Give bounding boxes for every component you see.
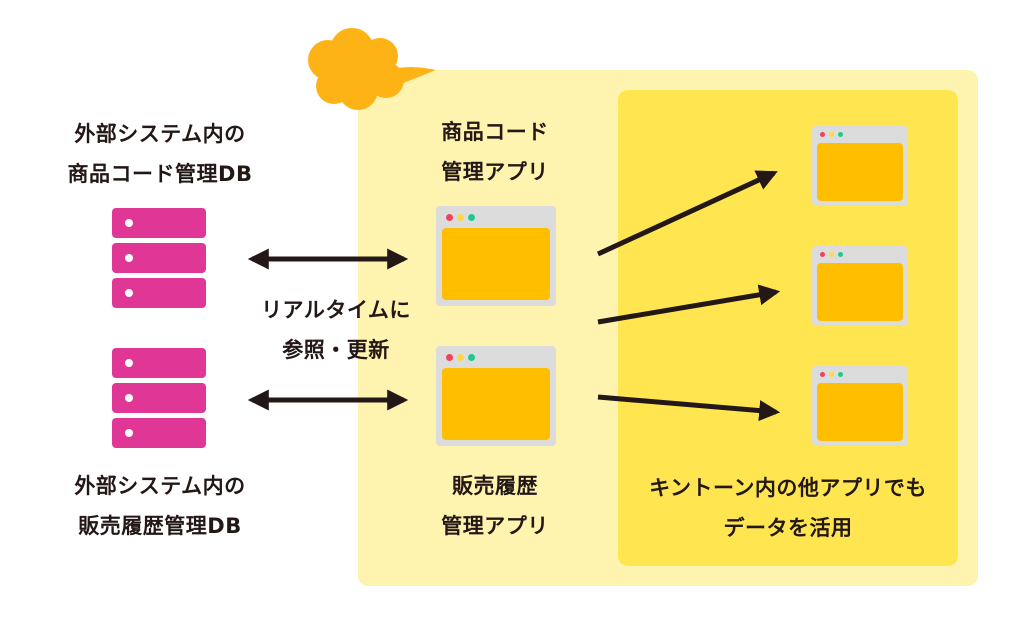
sales-app-label: 販売履歴 管理アプリ <box>395 466 595 546</box>
other-apps-caption: キントーン内の他アプリでも データを活用 <box>618 468 958 548</box>
other-apps-caption-line2: データを活用 <box>723 516 853 540</box>
share-arrow-1 <box>596 170 778 257</box>
product-db-server-icon <box>112 208 206 308</box>
product-db-label-line2: 商品コード管理DB <box>67 162 253 186</box>
product-app-label-line1: 商品コード <box>441 120 549 144</box>
sales-db-label-line1: 外部システム内の <box>74 474 246 498</box>
other-apps-caption-line1: キントーン内の他アプリでも <box>649 476 927 500</box>
product-app-window-icon <box>436 206 556 306</box>
sales-db-label-line2: 販売履歴管理DB <box>78 514 242 538</box>
other-app-window-icon-1 <box>812 126 908 206</box>
sales-db-server-icon <box>112 348 206 448</box>
cloud-icon <box>308 28 436 110</box>
product-db-label: 外部システム内の 商品コード管理DB <box>40 114 280 194</box>
sales-app-label-line2: 管理アプリ <box>441 514 549 538</box>
sales-app-window-icon <box>436 346 556 446</box>
other-app-window-icon-2 <box>812 246 908 326</box>
sync-label-line1: リアルタイムに <box>261 298 411 322</box>
sales-db-label: 外部システム内の 販売履歴管理DB <box>40 466 280 546</box>
product-db-label-line1: 外部システム内の <box>74 122 246 146</box>
share-arrow-3 <box>597 394 781 422</box>
product-app-label-line2: 管理アプリ <box>441 160 549 184</box>
sales-app-label-line1: 販売履歴 <box>452 474 538 498</box>
sync-label-line2: 参照・更新 <box>282 338 390 362</box>
share-arrow-2 <box>597 284 781 325</box>
product-app-label: 商品コード 管理アプリ <box>395 112 595 192</box>
sync-label: リアルタイムに 参照・更新 <box>236 290 436 370</box>
other-app-window-icon-3 <box>812 366 908 446</box>
